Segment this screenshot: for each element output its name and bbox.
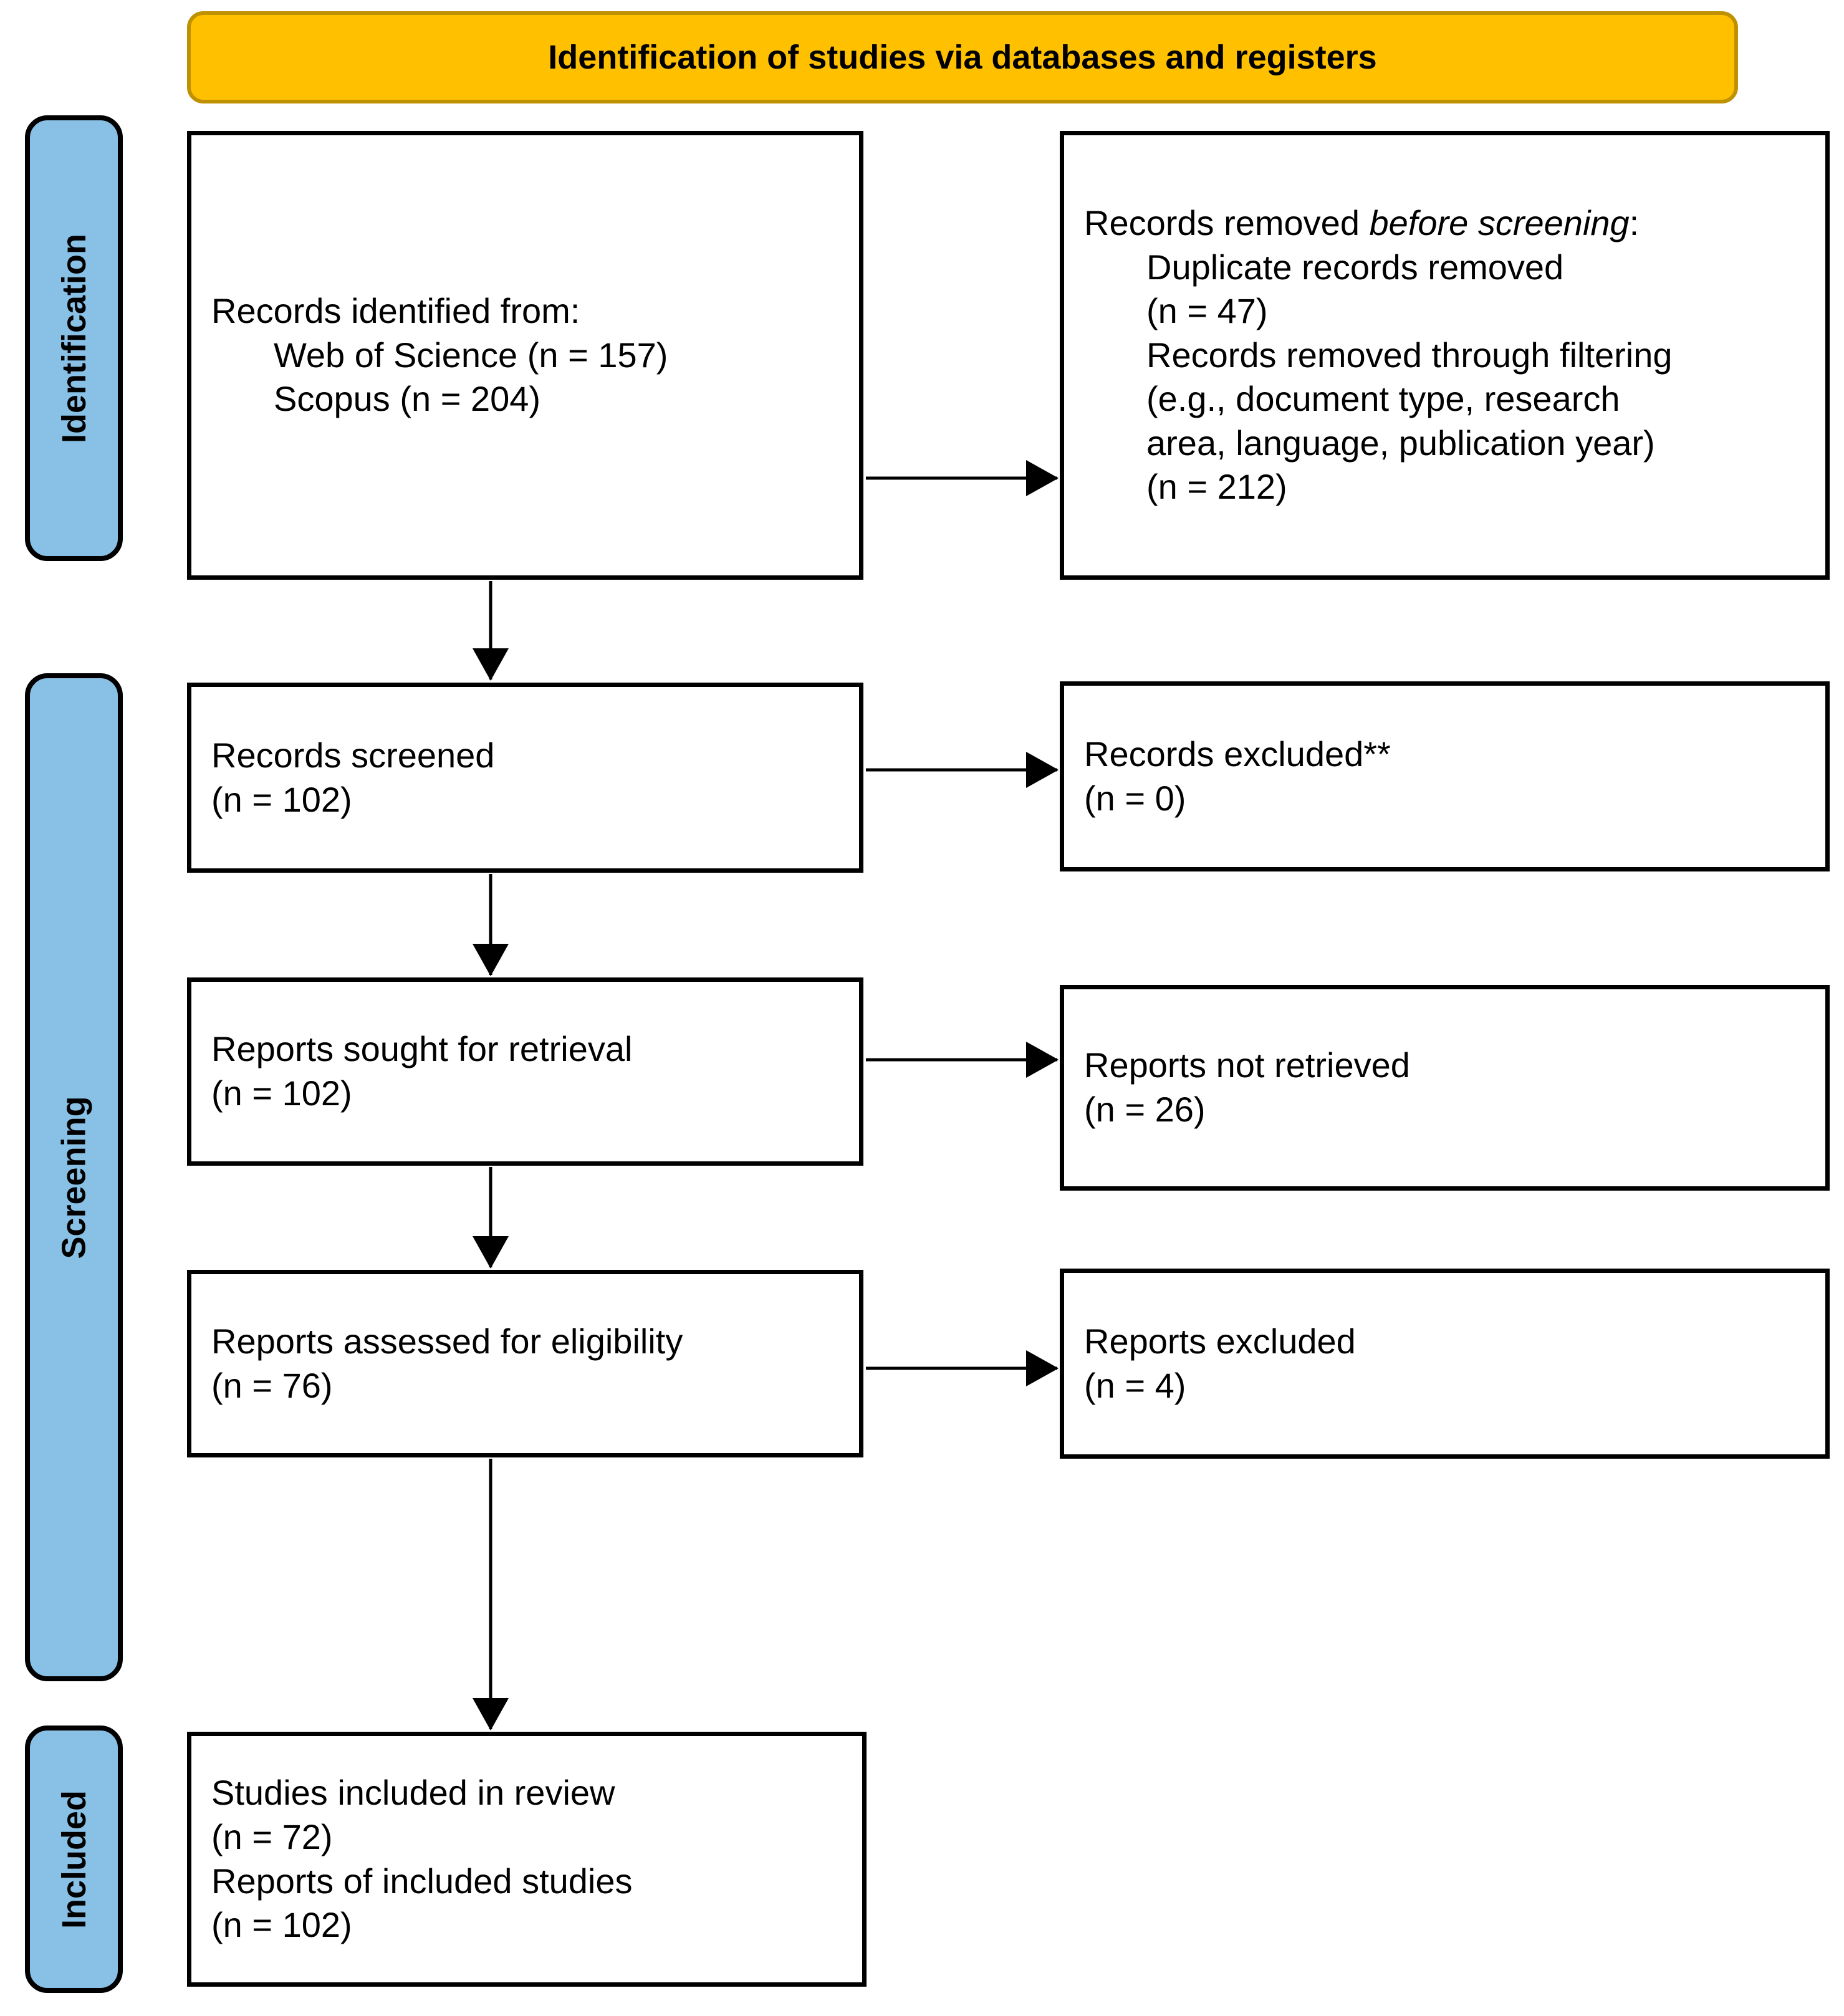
records-excluded-line2: (n = 0) (1084, 778, 1186, 818)
reports-not-retrieved-line2: (n = 26) (1084, 1090, 1206, 1129)
records-identified-line: Records identified from: (211, 291, 580, 331)
box-reports-sought: Reports sought for retrieval (n = 102) (187, 977, 863, 1166)
studies-included-line1: Studies included in review (211, 1773, 615, 1813)
records-removed-duplicates-line2: (n = 47) (1146, 291, 1268, 331)
stage-label-included-text: Included (55, 1790, 93, 1929)
reports-excluded-line2: (n = 4) (1084, 1365, 1186, 1405)
records-identified-source-wos: Web of Science (n = 157) (274, 335, 668, 375)
studies-included-line2: (n = 72) (211, 1817, 333, 1856)
records-screened-line1: Records screened (211, 735, 495, 775)
reports-assessed-line2: (n = 76) (211, 1365, 333, 1405)
records-removed-filtering-line2: (e.g., document type, research (1146, 379, 1620, 419)
box-records-screened: Records screened (n = 102) (187, 683, 863, 873)
box-reports-not-retrieved: Reports not retrieved (n = 26) (1060, 985, 1830, 1191)
records-removed-intro: Records removed before screening: (1084, 201, 1808, 246)
studies-included-line4: (n = 102) (211, 1905, 352, 1945)
records-identified-source-scopus: Scopus (n = 204) (274, 379, 541, 419)
header-title: Identification of studies via databases … (548, 39, 1377, 76)
records-removed-filtering-line3: area, language, publication year) (1146, 423, 1655, 463)
box-records-excluded: Records excluded** (n = 0) (1060, 681, 1830, 871)
reports-excluded-line1: Reports excluded (1084, 1321, 1356, 1361)
stage-label-identification: Identification (25, 115, 123, 561)
box-studies-included: Studies included in review (n = 72) Repo… (187, 1732, 867, 1987)
stage-label-screening-text: Screening (55, 1095, 93, 1259)
records-removed-duplicates-line1: Duplicate records removed (1146, 247, 1564, 287)
records-removed-filtering-line4: (n = 212) (1146, 467, 1287, 507)
box-reports-excluded: Reports excluded (n = 4) (1060, 1269, 1830, 1459)
stage-label-included: Included (25, 1726, 123, 1993)
reports-sought-line2: (n = 102) (211, 1073, 352, 1113)
stage-label-identification-text: Identification (55, 233, 93, 443)
records-screened-line2: (n = 102) (211, 779, 352, 819)
reports-sought-line1: Reports sought for retrieval (211, 1029, 633, 1069)
records-removed-intro-italic: before screening (1369, 203, 1630, 243)
records-excluded-line1: Records excluded** (1084, 734, 1391, 774)
reports-assessed-line1: Reports assessed for eligibility (211, 1321, 683, 1361)
records-removed-filtering-line1: Records removed through filtering (1146, 335, 1673, 375)
box-reports-assessed: Reports assessed for eligibility (n = 76… (187, 1270, 863, 1457)
reports-not-retrieved-line1: Reports not retrieved (1084, 1045, 1410, 1085)
box-records-removed: Records removed before screening: Duplic… (1060, 131, 1830, 580)
records-removed-intro-prefix: Records removed (1084, 203, 1370, 243)
stage-label-screening: Screening (25, 673, 123, 1681)
header-banner: Identification of studies via databases … (187, 11, 1738, 103)
records-removed-intro-suffix: : (1629, 203, 1640, 243)
studies-included-line3: Reports of included studies (211, 1861, 633, 1901)
box-records-identified: Records identified from: Web of Science … (187, 131, 863, 580)
